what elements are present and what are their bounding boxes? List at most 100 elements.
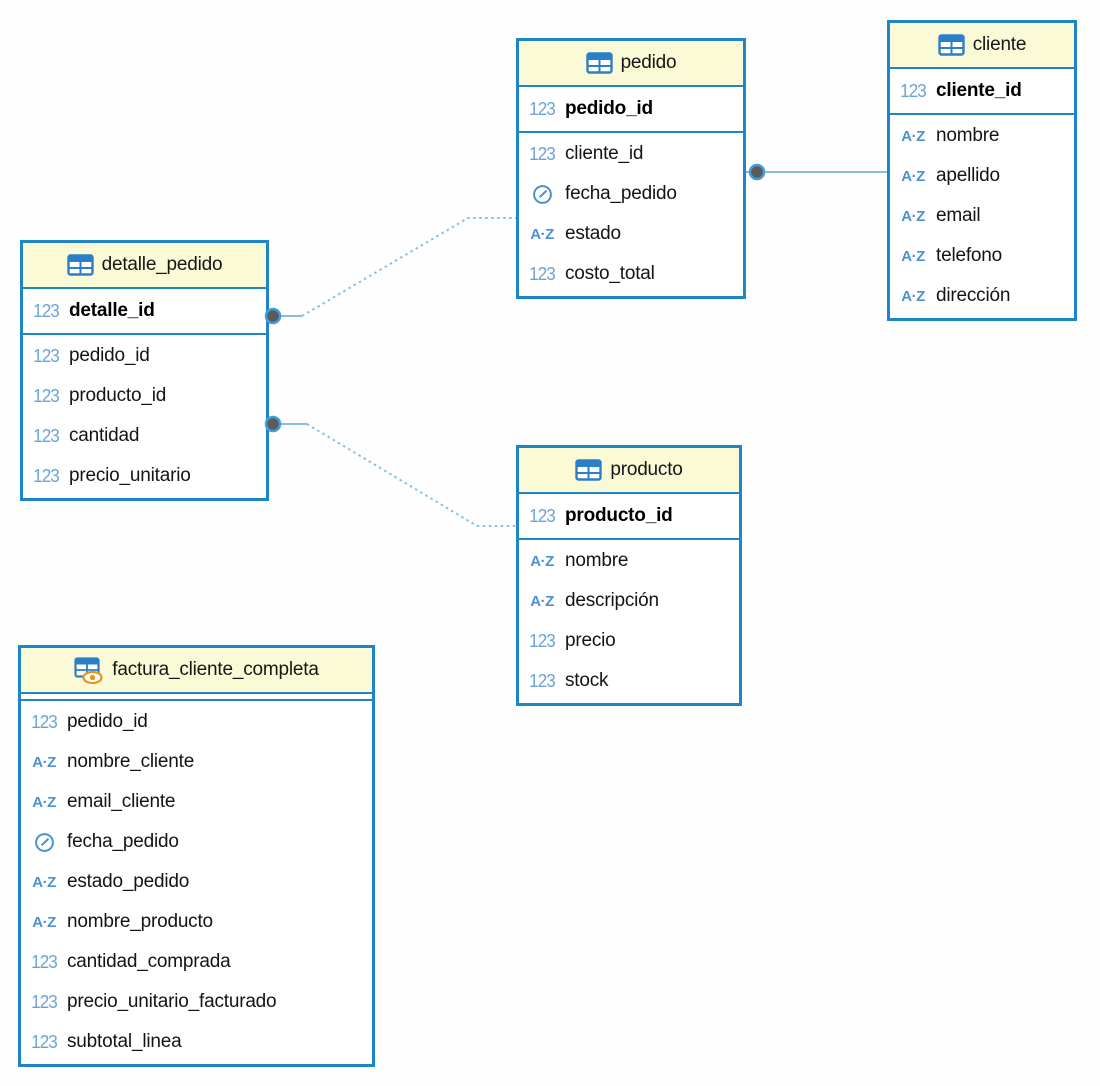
column-name: costo_total	[565, 263, 655, 284]
column-row-nombre_producto[interactable]: A·Z nombre_producto	[21, 902, 372, 942]
number-type-icon: 123	[529, 98, 556, 119]
number-type-icon: 123	[31, 951, 58, 972]
column-name: precio	[565, 630, 616, 651]
column-row-precio_unitario_facturado[interactable]: 123 precio_unitario_facturado	[21, 982, 372, 1022]
pk-column-row-cliente_id[interactable]: 123 cliente_id	[890, 69, 1074, 113]
pk-column-row-producto_id[interactable]: 123 producto_id	[519, 494, 739, 538]
column-row-producto_id[interactable]: 123 producto_id	[23, 376, 266, 416]
column-name: producto_id	[69, 385, 167, 406]
column-row-descripción[interactable]: A·Z descripción	[519, 581, 739, 621]
number-type-icon: 123	[31, 991, 58, 1012]
relationship-line-detalle-producto[interactable]	[306, 423, 516, 527]
column-name: nombre_producto	[67, 911, 213, 932]
column-name: cantidad_comprada	[67, 951, 231, 972]
table-icon	[585, 52, 613, 74]
number-type-icon: 123	[900, 80, 927, 101]
column-name: pedido_id	[69, 345, 150, 366]
text-type-icon: A·Z	[32, 793, 56, 811]
view-icon	[74, 656, 104, 684]
number-type-icon: 123	[33, 425, 60, 446]
number-type-icon: 123	[529, 670, 556, 691]
column-name: descripción	[565, 590, 659, 611]
number-type-icon: 123	[529, 630, 556, 651]
primary-key-section: 123 producto_id	[519, 494, 739, 540]
entity-title: cliente	[972, 34, 1027, 55]
text-type-icon: A·Z	[901, 287, 925, 305]
column-row-email_cliente[interactable]: A·Z email_cliente	[21, 782, 372, 822]
column-name: precio_unitario_facturado	[67, 991, 277, 1012]
number-type-icon: 123	[33, 465, 60, 486]
column-name: apellido	[936, 165, 1000, 186]
datetime-type-icon	[526, 184, 558, 205]
column-row-precio[interactable]: 123 precio	[519, 621, 739, 661]
number-type-icon: 123	[529, 143, 556, 164]
view-header-double-line	[21, 694, 372, 701]
column-name: cliente_id	[936, 80, 1022, 101]
number-type-icon: 123	[31, 711, 58, 732]
column-name: email_cliente	[67, 791, 176, 812]
column-row-pedido_id[interactable]: 123 pedido_id	[21, 702, 372, 742]
text-type-icon: A·Z	[32, 753, 56, 771]
table-icon	[575, 459, 603, 481]
text-type-icon: A·Z	[901, 247, 925, 265]
text-type-icon: A·Z	[32, 913, 56, 931]
column-row-fecha_pedido[interactable]: fecha_pedido	[519, 174, 743, 214]
column-name: nombre	[936, 125, 1000, 146]
column-name: nombre_cliente	[67, 751, 195, 772]
number-type-icon: 123	[33, 385, 60, 406]
column-name: precio_unitario	[69, 465, 191, 486]
column-row-precio_unitario[interactable]: 123 precio_unitario	[23, 456, 266, 496]
column-name: estado	[565, 223, 621, 244]
column-row-nombre[interactable]: A·Z nombre	[519, 541, 739, 581]
number-type-icon: 123	[529, 505, 556, 526]
column-name: pedido_id	[67, 711, 148, 732]
column-row-costo_total[interactable]: 123 costo_total	[519, 254, 743, 294]
column-name: cantidad	[69, 425, 140, 446]
entity-header-producto[interactable]: producto	[519, 448, 739, 494]
column-row-cantidad_comprada[interactable]: 123 cantidad_comprada	[21, 942, 372, 982]
text-type-icon: A·Z	[530, 552, 554, 570]
text-type-icon: A·Z	[530, 592, 554, 610]
entity-header-detalle_pedido[interactable]: detalle_pedido	[23, 243, 266, 289]
column-row-stock[interactable]: 123 stock	[519, 661, 739, 701]
column-name: subtotal_linea	[67, 1031, 182, 1052]
column-name: stock	[565, 670, 609, 691]
number-type-icon: 123	[529, 263, 556, 284]
column-name: dirección	[936, 285, 1011, 306]
column-row-nombre_cliente[interactable]: A·Z nombre_cliente	[21, 742, 372, 782]
entity-header-factura_cliente_completa[interactable]: factura_cliente_completa	[21, 648, 372, 694]
column-row-dirección[interactable]: A·Z dirección	[890, 276, 1074, 316]
entity-title: detalle_pedido	[101, 254, 223, 275]
entity-header-cliente[interactable]: cliente	[890, 23, 1074, 69]
text-type-icon: A·Z	[901, 207, 925, 225]
primary-key-section: 123 cliente_id	[890, 69, 1074, 115]
column-row-fecha_pedido[interactable]: fecha_pedido	[21, 822, 372, 862]
column-name: producto_id	[565, 505, 673, 526]
relationship-line-detalle-pedido[interactable]	[301, 217, 516, 317]
column-row-cantidad[interactable]: 123 cantidad	[23, 416, 266, 456]
entity-header-pedido[interactable]: pedido	[519, 41, 743, 87]
column-name: nombre	[565, 550, 629, 571]
table-icon	[938, 34, 965, 56]
